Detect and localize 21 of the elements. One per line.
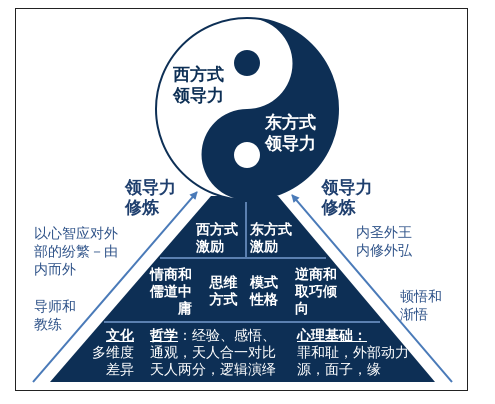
tier-text: 哲学：经验、感悟、通观，天人合一对比天人两分，逻辑演绎 [150, 328, 277, 379]
side-note: 导师和教练 [34, 298, 77, 334]
side-note: 顿悟和渐悟 [400, 288, 443, 324]
half-label: 东方式领导力 [265, 113, 317, 155]
side-note: 以心智应对外部的纷繁－由内而外 [34, 225, 119, 279]
heading-text: 领导力修炼 [321, 178, 374, 218]
tier-text: 思维方式 [208, 275, 238, 309]
heading-text: 领导力修炼 [125, 178, 177, 218]
tier-text: 情商和儒道中庸 [148, 266, 192, 318]
arrow [291, 194, 453, 383]
tier-text: 心理基础： [297, 328, 368, 345]
tier-text: 文化 [105, 328, 134, 345]
tier-text: 模式性格 [250, 275, 279, 309]
tier-text: 多维度差异 [91, 345, 134, 379]
tier-text: 东方式激励 [250, 222, 293, 256]
arrow [32, 191, 198, 383]
tier-text: 西方式激励 [196, 222, 239, 256]
side-note: 内圣外王内修外弘 [356, 224, 413, 260]
tier-text: 逆商和取巧倾向 [295, 266, 338, 318]
half-label: 西方式领导力 [173, 65, 225, 107]
tier-text: 罪和耻，外部动力源，面子，缘 [297, 345, 410, 379]
